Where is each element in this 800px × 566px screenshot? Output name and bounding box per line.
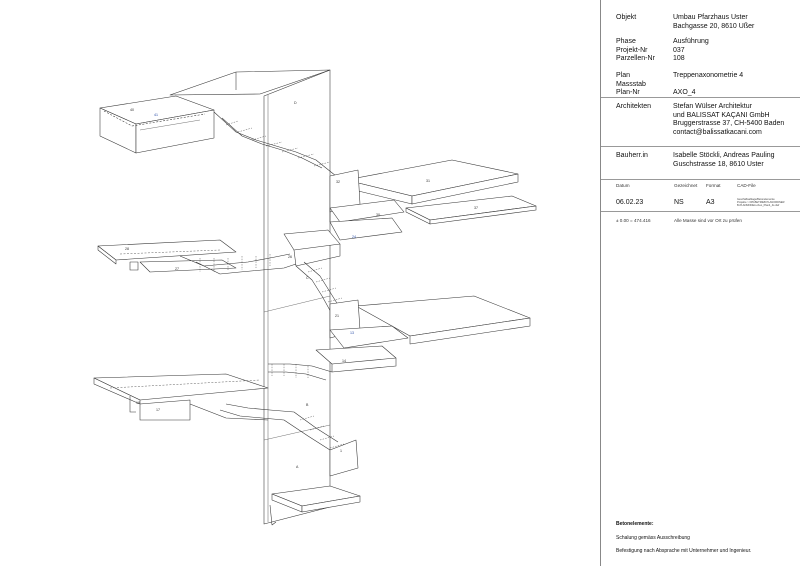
gezeichnet-col-label: Gezeichnet — [674, 183, 698, 188]
bottom-stair-run — [219, 403, 359, 477]
title-block: Objekt Umbau Pfarzhaus Uster Bachgasse 2… — [600, 0, 800, 566]
gezeichnet-value: NS — [674, 199, 684, 206]
bauherr-line1: Isabelle Stöckli, Andreas Pauling — [673, 152, 775, 159]
top-landing-box — [99, 95, 215, 154]
tag-C: C — [306, 276, 309, 280]
tag-26: 26 — [288, 255, 292, 259]
masse-note: Alle Masse sind vor Ort zu prüfen — [674, 218, 742, 223]
divider-meta — [601, 179, 800, 180]
tag-17: 17 — [156, 408, 160, 412]
plan-label: Plan — [616, 72, 631, 79]
tag-40: 40 — [130, 108, 134, 112]
cad-col-label: CAD-File — [737, 183, 756, 188]
parzellen-value: 108 — [673, 55, 685, 62]
parzellen-label: Parzellen-Nr — [616, 55, 655, 62]
tag-D: D — [294, 101, 297, 105]
architekten-line1: Stefan Wülser Architektur — [673, 103, 752, 110]
tag-27: 27 — [175, 267, 179, 271]
projekt-label: Projekt-Nr — [616, 46, 648, 54]
format-value: A3 — [706, 199, 715, 206]
projekt-value: 037 — [673, 46, 685, 54]
tag-30: 30 — [376, 213, 380, 217]
cad-line1: Geschäftsablage/Betonelemente — [737, 198, 775, 201]
datum-value: 06.02.23 — [616, 199, 644, 206]
format-col-label: Format — [706, 183, 721, 188]
lower-stair-run — [268, 363, 333, 381]
objekt-label: Objekt — [616, 14, 637, 21]
hoehe-note: ± 0.00 = 474.416 — [616, 218, 651, 223]
stair-axonometry-drawing: 40 41 D 32 31 37 30 24 28 27 26 C 21 13 … — [93, 69, 537, 526]
middle-left-landing — [97, 239, 237, 273]
tag-1: 1 — [340, 449, 342, 453]
plan-value: Treppenaxonometrie 4 — [673, 72, 744, 79]
massstab-label: Massstab — [616, 80, 646, 88]
bauherr-label: Bauherr.in — [616, 152, 648, 159]
tag-A: A — [296, 465, 299, 469]
phase-label: Phase — [616, 38, 636, 45]
tag-37: 37 — [474, 206, 478, 210]
ground-landing — [271, 485, 361, 513]
architekten-label: Architekten — [616, 103, 652, 110]
tag-18: 18 — [136, 401, 140, 405]
upper-right-landing — [329, 159, 537, 225]
central-shaft-wall — [263, 69, 331, 526]
middle-upper-winder — [283, 199, 405, 267]
tag-B: B — [306, 403, 309, 407]
plan-nr-label: Plan-Nr — [616, 89, 640, 96]
bauherr-line2: Guschstrasse 18, 8610 Uster — [673, 160, 764, 168]
beton-heading: Betonelemente: — [616, 521, 654, 527]
top-stair-run — [213, 111, 337, 177]
tag-13: 13 — [350, 331, 354, 335]
tag-32: 32 — [336, 180, 340, 184]
tag-21: 21 — [335, 314, 339, 318]
plan-nr-value: AXO_4 — [673, 89, 696, 96]
cad-line2: Projekte > 005-BETRIEB PLANORDNER — [737, 201, 785, 204]
datum-col-label: Datum — [616, 183, 630, 188]
architekten-email: contact@balissatkacani.com — [673, 128, 762, 136]
tag-24: 24 — [352, 235, 356, 239]
beton-line1: Schalung gemäss Ausschreibung — [616, 535, 690, 541]
objekt-line1: Umbau Pfarzhaus Uster — [673, 14, 748, 21]
lower-right-landing — [315, 295, 531, 373]
divider-notes — [601, 211, 800, 212]
divider-bauherr — [601, 146, 800, 147]
tag-41: 41 — [154, 113, 158, 117]
lower-left-landing — [93, 373, 269, 421]
divider-architekten — [601, 97, 800, 98]
architekten-line2: und BALISSAT KAÇANI GmbH — [673, 111, 770, 119]
objekt-line2: Bachgasse 20, 8610 Ußer — [673, 22, 755, 30]
phase-value: Ausführung — [673, 38, 709, 45]
tag-31: 31 — [426, 179, 430, 183]
cad-line3: B-PLANMODELL/Axo_Plan4_4s.dwf — [737, 204, 780, 207]
tag-14: 14 — [342, 359, 346, 363]
middle-stair-run — [179, 253, 343, 321]
tag-28: 28 — [125, 247, 129, 251]
top-wall-block — [169, 69, 331, 96]
architekten-line3: Bruggerstrasse 37, CH-5400 Baden — [673, 120, 785, 127]
beton-line2: Befestigung nach Absprache mit Unternehm… — [616, 548, 752, 554]
